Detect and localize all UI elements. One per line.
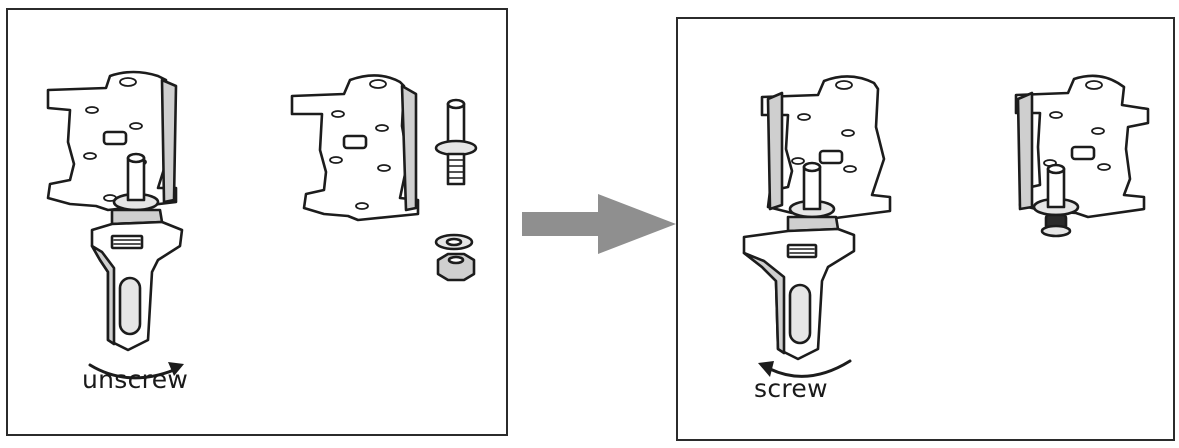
- counterclockwise-arrow-icon: [758, 359, 852, 378]
- separate-plate: [290, 74, 420, 222]
- screw-illustration: [742, 74, 1150, 378]
- wrench-tool: [90, 220, 184, 352]
- unscrew-illustration: [46, 70, 478, 380]
- wrench-tool: [742, 227, 856, 361]
- mounting-plate-with-stud: [46, 70, 178, 226]
- washer: [434, 233, 474, 251]
- screw-panel: screw: [676, 17, 1175, 441]
- threaded-bolt: [434, 98, 478, 186]
- unscrew-caption: unscrew: [82, 365, 189, 394]
- screw-caption: screw: [754, 374, 828, 403]
- clockwise-arrow-icon: [88, 362, 184, 380]
- mounting-plate-with-stud: [760, 75, 892, 233]
- unscrew-panel: unscrew: [6, 8, 508, 436]
- hex-nut: [436, 252, 476, 282]
- assembled-plate: [1014, 74, 1150, 238]
